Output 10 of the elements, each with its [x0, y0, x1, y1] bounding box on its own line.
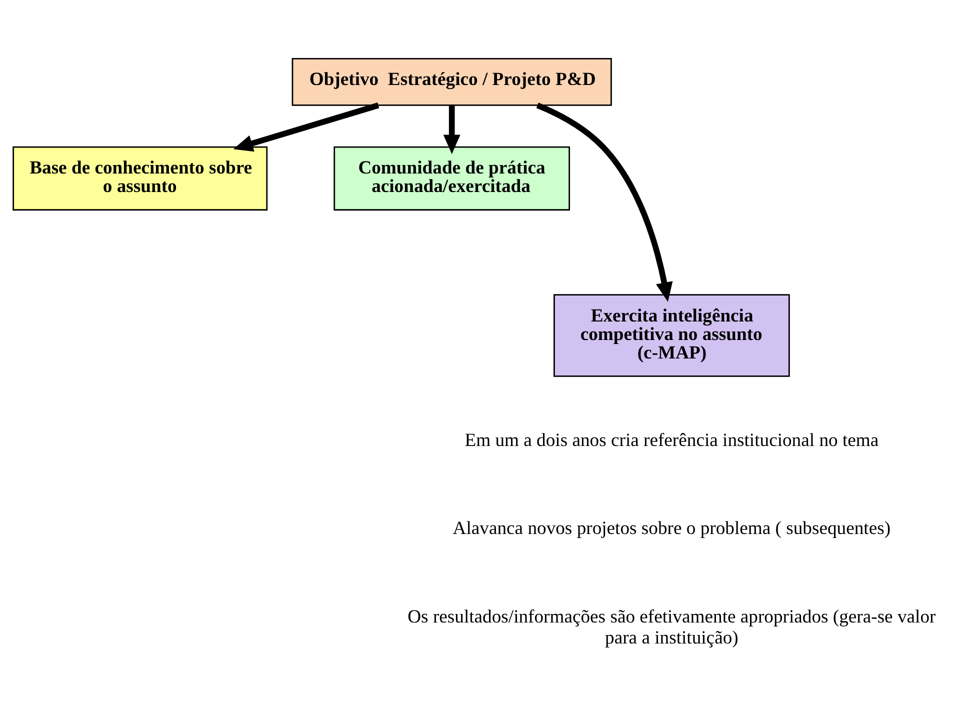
node-box: Objetivo Estratégico / Projeto P&D [292, 57, 612, 106]
arrow [536, 102, 673, 302]
node-box: Base de conhecimento sobre o assunto [12, 146, 268, 210]
node-box: Exercita inteligência competitiva no assunto (c-MAP) [554, 294, 790, 376]
label: Em um a dois anos cria referência institucional no tema [464, 429, 879, 450]
arrow [233, 102, 380, 152]
label: Os resultados/informações são efetivamente apropriados (gera-se valor para a instituição) [408, 606, 936, 648]
node-box: Comunidade de prática acionada/exercitada [334, 146, 570, 210]
label: Alavanca novos projetos sobre o problema ( subsequentes) [452, 518, 891, 539]
arrow [443, 104, 460, 154]
